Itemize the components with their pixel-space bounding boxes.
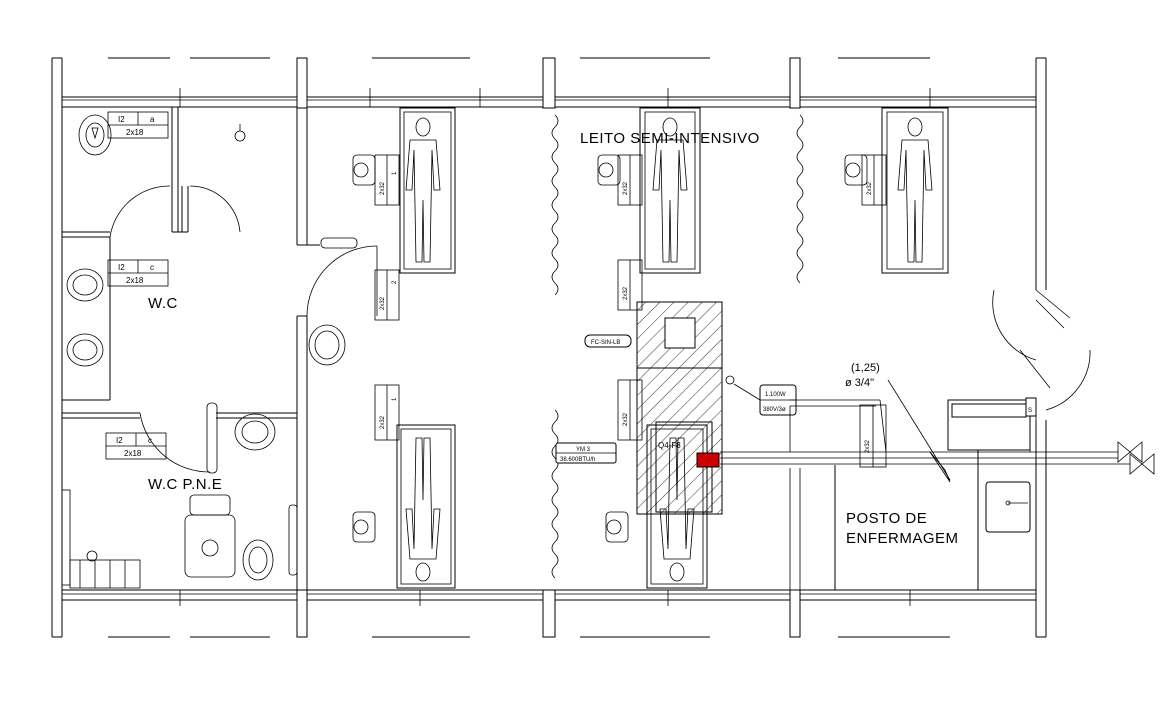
lamp-tag-bottom: 2x18 xyxy=(126,128,144,137)
lamp-tag-2: I2 c 2x18 xyxy=(107,259,169,287)
nursing-station: S xyxy=(789,397,1037,590)
room-label-posto-line1: POSTO DE xyxy=(846,510,927,527)
pipe-diameter-paren: (1,25) xyxy=(851,362,880,374)
power-line1: 1.100W xyxy=(765,392,786,398)
lamp-tag-bottom: 2x18 xyxy=(124,449,142,458)
outlet-tag-text: 2x32 xyxy=(867,181,873,195)
panel-code: Q4-F8 xyxy=(658,441,681,450)
s-label: S xyxy=(1028,408,1032,414)
outlet-tag-num: 2 xyxy=(392,280,398,284)
curtain-dividers xyxy=(551,114,804,579)
room-label-wc: W.C xyxy=(148,295,178,312)
outlet-tag-3: 2x32 1 xyxy=(374,384,400,441)
ym-line2: 38.600BTU/h xyxy=(560,457,595,463)
outlet-tag-text: 2x32 xyxy=(380,296,386,310)
exterior-walls xyxy=(51,57,1047,638)
bed-top-3 xyxy=(881,107,949,274)
fc-tag: FC-SIN-LB xyxy=(584,334,632,348)
lamp-tag-top-left: I2 xyxy=(118,115,125,124)
outlet-tag-num: 1 xyxy=(392,171,398,175)
room-label-leito: LEITO SEMI-INTENSIVO xyxy=(580,130,760,147)
outlet-tag-num: 1 xyxy=(392,397,398,401)
bed-bottom-1 xyxy=(396,424,456,589)
outlet-tag-1: 2x32 1 xyxy=(374,154,400,206)
outlet-tag-5: 2x32 xyxy=(617,259,643,311)
wc-fixtures xyxy=(61,114,358,589)
outlet-tag-text: 2x32 xyxy=(865,439,871,453)
lamp-tag-top-left: I2 xyxy=(116,436,123,445)
central-shaft: Q4-F8 xyxy=(636,301,723,515)
outlet-tag-2: 2x32 2 xyxy=(374,269,400,321)
interior-walls xyxy=(62,107,378,590)
lamp-tag-3: I2 c 2x18 xyxy=(105,432,167,460)
outlet-tag-text: 2x32 xyxy=(623,412,629,426)
outlet-tag-7: 2x32 xyxy=(861,154,887,206)
lamp-tag-top-right: c xyxy=(150,263,154,272)
pipe-diameter: ø 3/4" xyxy=(845,377,874,389)
chairs xyxy=(352,154,868,543)
outlet-tag-text: 2x32 xyxy=(623,286,629,300)
bed-top-1 xyxy=(399,107,456,274)
outlet-tag-text: 2x32 xyxy=(623,181,629,195)
lamp-tag-top-left: I2 xyxy=(118,263,125,272)
room-label-posto-line2: ENFERMAGEM xyxy=(846,530,959,547)
ym-tag: YM 3 38.600BTU/h xyxy=(555,442,617,464)
lamp-tag-bottom: 2x18 xyxy=(126,276,144,285)
room-label-wc-pne: W.C P.N.E xyxy=(148,476,222,493)
outlet-tag-text: 2x32 xyxy=(380,181,386,195)
outlet-tag-8: 2x32 xyxy=(859,404,887,468)
fc-tag-text: FC-SIN-LB xyxy=(591,340,620,346)
power-line2: 380V/3ø xyxy=(763,407,786,413)
lamp-tag-1: I2 a 2x18 xyxy=(107,111,169,139)
lamp-tag-top-right: c xyxy=(148,436,152,445)
ym-line1: YM 3 xyxy=(576,447,591,453)
bed-top-2 xyxy=(639,107,701,274)
power-tag: 1.100W 380V/3ø xyxy=(725,375,797,416)
lamp-tag-top-right: a xyxy=(150,115,155,124)
outlet-tag-text: 2x32 xyxy=(380,415,386,429)
outlet-tag-4: 2x32 xyxy=(617,154,643,206)
